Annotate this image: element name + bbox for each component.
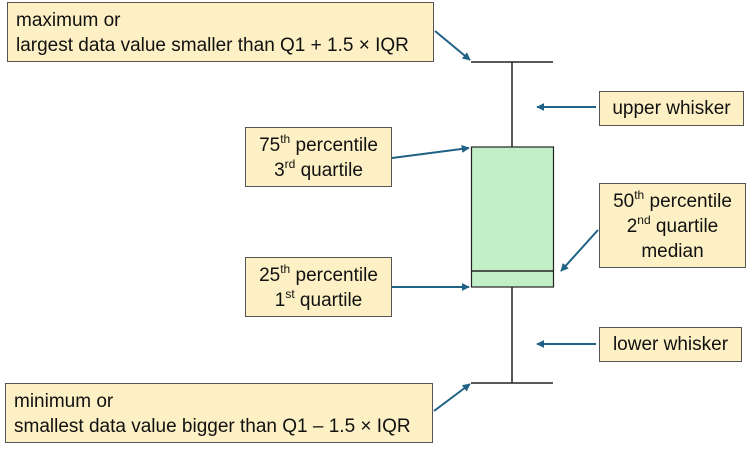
q3-arrow xyxy=(391,144,470,159)
minimum-label-line2: smallest data value bigger than Q1 – 1.5… xyxy=(14,416,411,437)
median-arrow xyxy=(560,229,599,272)
maximum-label-line2: largest data value smaller than Q1 + 1.5… xyxy=(16,35,409,56)
q1-callout: 25th percentile 1st quartile xyxy=(245,257,392,317)
minimum-label-line1: minimum or xyxy=(14,391,114,412)
q1-percentile-label: 25th percentile xyxy=(259,261,378,286)
median-quartile-label: 2nd quartile xyxy=(626,212,719,237)
q3-quartile-label: 3rd quartile xyxy=(274,156,363,181)
median-callout: 50th percentile 2nd quartile median xyxy=(599,183,746,268)
median-percentile-label: 50th percentile xyxy=(613,187,732,212)
lower-whisker-callout: lower whisker xyxy=(599,327,742,362)
q3-callout: 75th percentile 3rd quartile xyxy=(245,127,392,187)
median-label: median xyxy=(641,241,704,262)
interquartile-box xyxy=(470,146,555,288)
q1-quartile-label: 1st quartile xyxy=(274,286,363,311)
minimum-callout: minimum or smallest data value bigger th… xyxy=(5,383,433,443)
lower-whisker-label: lower whisker xyxy=(612,334,729,355)
upper-whisker-callout: upper whisker xyxy=(599,91,744,126)
max-arrow xyxy=(434,30,471,61)
maximum-label-line1: maximum or xyxy=(16,10,121,31)
min-arrow xyxy=(433,383,471,412)
upper-whisker-label: upper whisker xyxy=(612,98,731,119)
maximum-callout: maximum or largest data value smaller th… xyxy=(7,2,434,62)
q3-percentile-label: 75th percentile xyxy=(259,131,378,156)
